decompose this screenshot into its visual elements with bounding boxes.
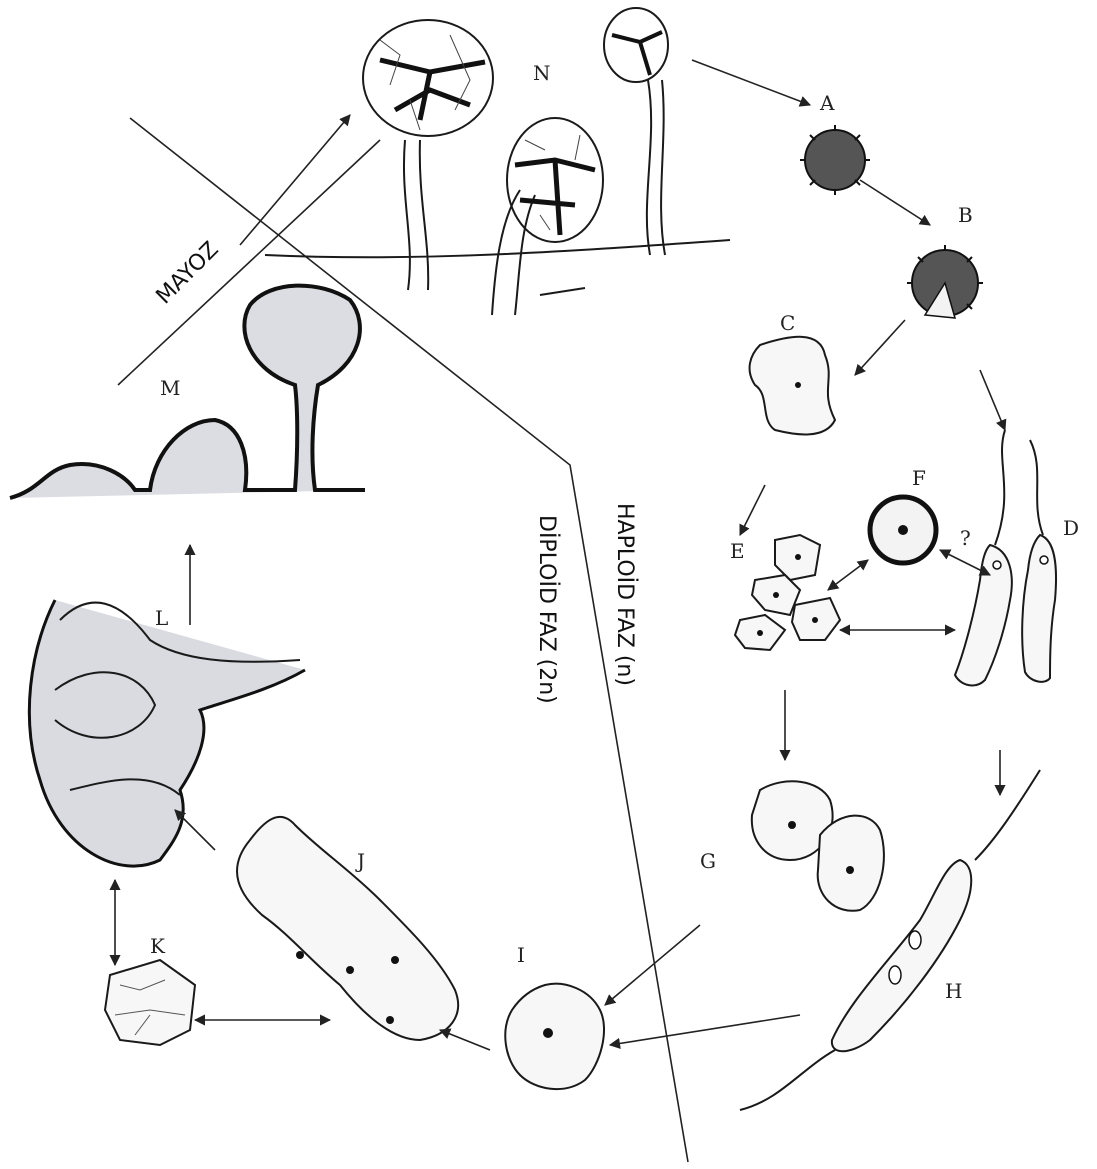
germinating-spore-B — [907, 245, 983, 318]
label-I: I — [517, 943, 525, 967]
label-D: D — [1063, 516, 1079, 540]
label-K: K — [150, 934, 166, 958]
haploid-phase-label: HAPLOİD FAZ (n) — [612, 503, 638, 686]
zygote-I — [505, 984, 604, 1089]
label-G: G — [700, 849, 716, 873]
sporangia-N — [265, 8, 730, 315]
myxamoeba-C-nucleus — [795, 382, 801, 388]
label-A: A — [819, 91, 835, 115]
myxamoeba-C — [750, 337, 835, 435]
young-plasmodium-J — [237, 817, 458, 1040]
label-L: L — [155, 606, 168, 630]
label-H: H — [945, 979, 962, 1003]
label-F: F — [912, 466, 926, 490]
meiosis-label: MAYOZ — [152, 237, 224, 309]
label-B: B — [958, 203, 973, 227]
diploid-phase-label: DİPLOİD FAZ (2n) — [534, 515, 560, 704]
label-C: C — [780, 311, 795, 335]
fruiting-body-development-M — [10, 286, 365, 498]
question-mark: ? — [960, 526, 971, 550]
label-N: N — [533, 61, 551, 85]
spore-A — [800, 125, 870, 195]
label-M: M — [160, 376, 180, 400]
amoeboid-cells-E — [735, 535, 840, 650]
myxamoebae-G — [752, 781, 884, 910]
microcyst-F — [870, 497, 936, 563]
label-E: E — [730, 539, 745, 563]
label-J: J — [355, 849, 365, 873]
sclerotium-K — [105, 960, 195, 1045]
swarm-cells-D — [955, 430, 1056, 685]
